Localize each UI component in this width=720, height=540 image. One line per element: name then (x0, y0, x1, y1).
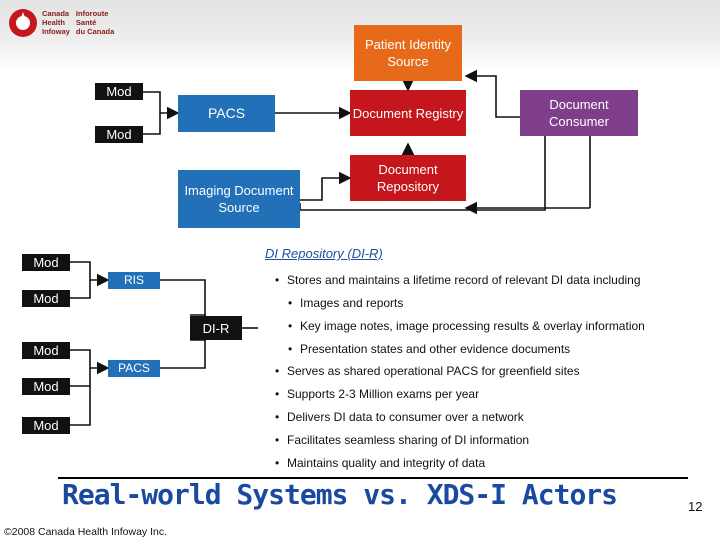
ris-label: RIS (123, 273, 144, 287)
bullet-item: •Facilitates seamless sharing of DI info… (275, 433, 530, 447)
ris-box: RIS (108, 272, 160, 289)
patient-identity-source-label: Patient Identity Source (365, 37, 451, 69)
copyright-text: ©2008 Canada Health Infoway Inc. (4, 526, 168, 538)
di-r-box: DI-R (190, 316, 242, 340)
bullet-item: •Serves as shared operational PACS for g… (275, 364, 580, 378)
di-r-label: DI-R (202, 320, 230, 336)
mod-box-top-2: Mod (95, 126, 143, 143)
logo-en-line2: Health (42, 18, 65, 27)
document-registry-box: Document Registry (350, 90, 466, 136)
mod-label: Mod (106, 84, 132, 99)
footer-rule (58, 477, 688, 479)
slide-title: Real-world Systems vs. XDS-I Actors (62, 478, 618, 511)
document-consumer-label: Document Consumer (549, 97, 609, 129)
bullet-item: •Presentation states and other evidence … (288, 342, 571, 356)
logo-en-line1: Canada (42, 9, 70, 18)
mod-box-2: Mod (22, 290, 70, 307)
bullet-item: •Key image notes, image processing resul… (288, 319, 645, 333)
mod-box-5: Mod (22, 417, 70, 434)
logo-fr-line3: du Canada (75, 27, 115, 36)
mod-label: Mod (33, 291, 59, 306)
page-number: 12 (688, 499, 703, 514)
pacs-bottom-label: PACS (118, 361, 150, 375)
mod-label: Mod (33, 255, 59, 270)
mod-box-4: Mod (22, 378, 70, 395)
bullet-item: •Maintains quality and integrity of data (275, 456, 486, 470)
document-registry-label: Document Registry (352, 105, 464, 121)
mod-label: Mod (106, 127, 132, 142)
imaging-document-source-box: Imaging Document Source (178, 170, 300, 228)
mod-box-top-1: Mod (95, 83, 143, 100)
mod-label: Mod (33, 418, 59, 433)
document-consumer-box: Document Consumer (520, 90, 638, 136)
logo-fr-line2: Santé (75, 18, 97, 27)
logo-text: Canada Health Infoway Inforoute Santé du… (42, 9, 114, 36)
di-repository-title: DI Repository (DI-R) (265, 246, 383, 261)
logo-fr-line1: Inforoute (75, 9, 109, 18)
mod-label: Mod (33, 379, 59, 394)
document-repository-box: Document Repository (350, 155, 466, 201)
bullet-item: •Images and reports (288, 296, 404, 310)
mod-box-1: Mod (22, 254, 70, 271)
bullet-item: •Delivers DI data to consumer over a net… (275, 410, 524, 424)
document-repository-label: Document Repository (376, 162, 440, 194)
pacs-top-box: PACS (178, 95, 275, 132)
bullet-item: •Supports 2-3 Million exams per year (275, 387, 480, 401)
pacs-bottom-box: PACS (108, 360, 160, 377)
canada-health-infoway-logo (9, 9, 37, 37)
mod-box-3: Mod (22, 342, 70, 359)
bullet-item: •Stores and maintains a lifetime record … (275, 273, 641, 287)
logo-en-line3: Infoway (42, 27, 70, 36)
patient-identity-source-box: Patient Identity Source (354, 25, 462, 81)
mod-label: Mod (33, 343, 59, 358)
pacs-top-label: PACS (207, 105, 246, 121)
imaging-document-source-label: Imaging Document Source (184, 183, 294, 215)
